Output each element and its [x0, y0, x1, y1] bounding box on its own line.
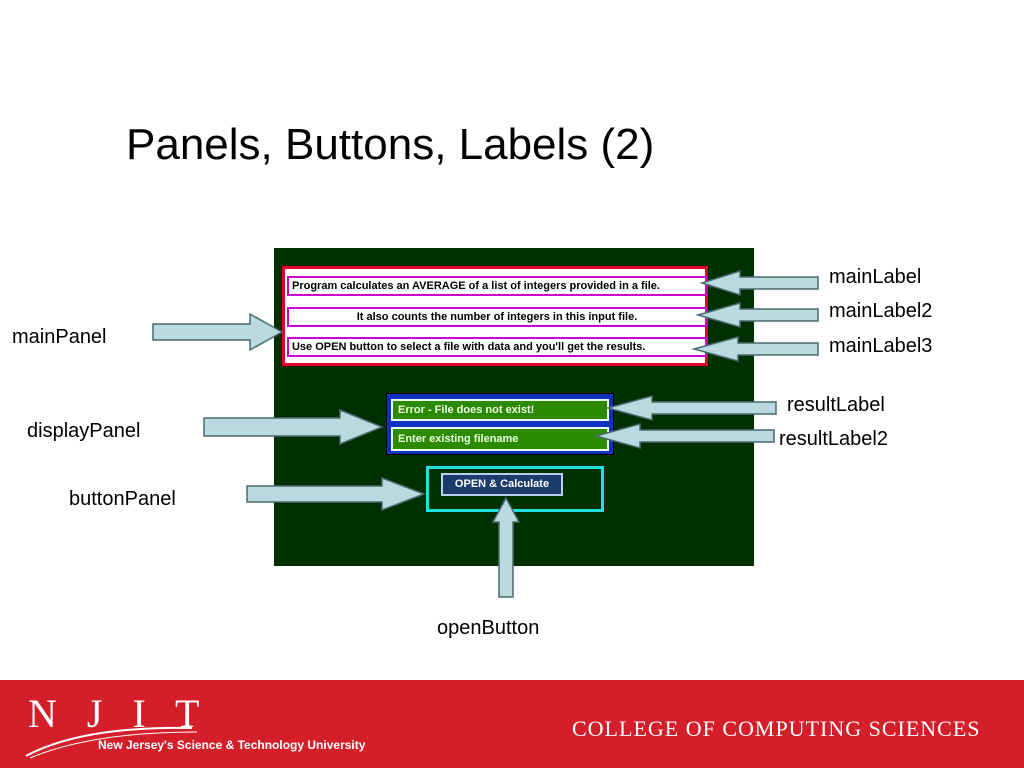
arrow-right-icon [246, 476, 427, 512]
footer-bar: N J I T New Jersey's Science & Technolog… [0, 680, 1024, 768]
arrow-left-icon [699, 269, 819, 297]
njit-swoosh-icon [25, 726, 198, 759]
annotation-main-label3: mainLabel3 [829, 335, 933, 357]
annotation-result-label2: resultLabel2 [779, 428, 888, 450]
result-label: Error - File does not exist! [391, 399, 609, 421]
annotation-open-button: openButton [437, 617, 540, 639]
result-label2: Enter existing filename [391, 427, 609, 451]
njit-logo: N J I T New Jersey's Science & Technolog… [22, 690, 382, 760]
njit-tagline: New Jersey's Science & Technology Univer… [98, 738, 366, 752]
arrow-left-icon [695, 302, 819, 328]
main-label: Program calculates an AVERAGE of a list … [287, 276, 707, 296]
annotation-main-panel: mainPanel [12, 326, 107, 348]
annotation-display-panel: displayPanel [27, 420, 141, 442]
arrow-right-icon [152, 312, 284, 352]
arrow-left-icon [691, 336, 819, 362]
slide-title: Panels, Buttons, Labels (2) [126, 120, 655, 169]
annotation-main-label: mainLabel [829, 266, 922, 288]
open-calculate-button[interactable]: OPEN & Calculate [441, 473, 563, 496]
annotation-main-label2: mainLabel2 [829, 300, 933, 322]
arrow-left-icon [593, 423, 775, 449]
arrow-right-icon [203, 408, 384, 446]
arrow-up-icon [491, 496, 521, 598]
college-name: COLLEGE OF COMPUTING SCIENCES [572, 716, 981, 741]
annotation-result-label: resultLabel [787, 394, 885, 416]
main-label2: It also counts the number of integers in… [287, 307, 707, 327]
arrow-left-icon [605, 395, 777, 421]
annotation-button-panel: buttonPanel [69, 488, 176, 510]
main-label3: Use OPEN button to select a file with da… [287, 337, 707, 357]
